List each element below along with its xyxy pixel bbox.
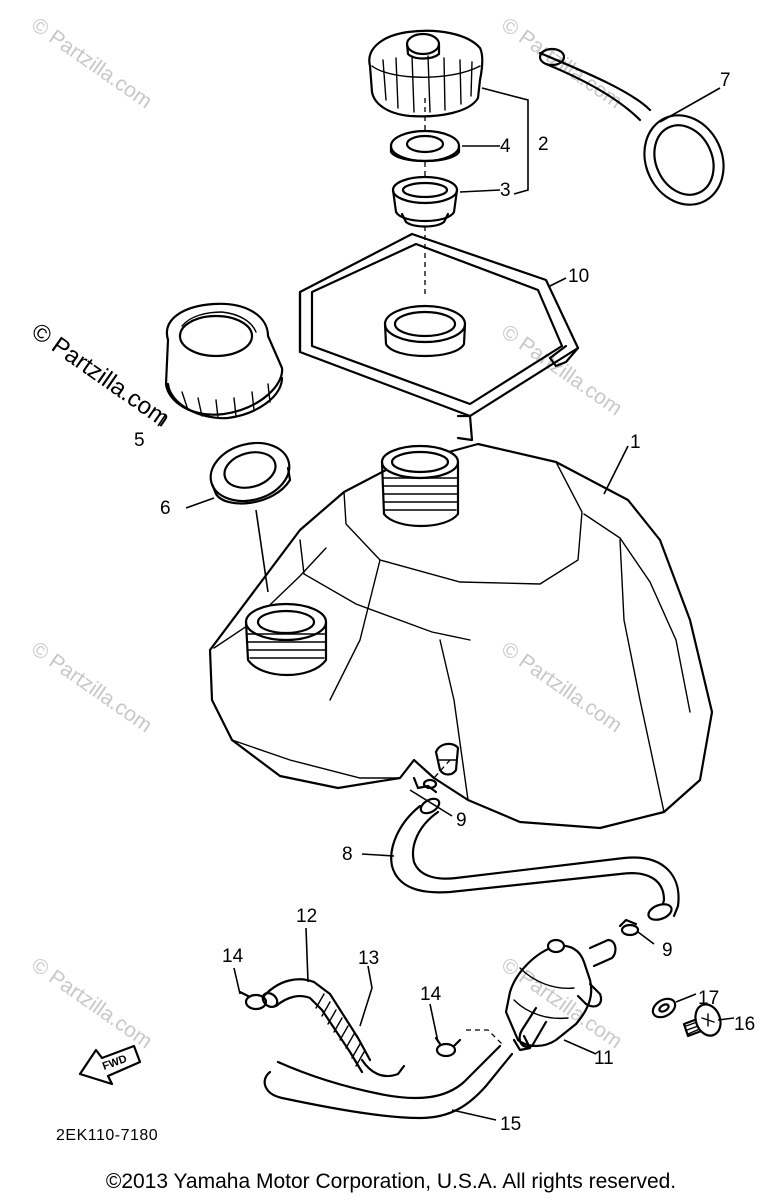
hose-clip-part [618,918,640,937]
callout-8: 8 [342,844,353,865]
callout-15: 15 [500,1114,521,1135]
filler-gasket-part [209,441,292,505]
alignment-line [433,759,451,779]
watermark: © Partzilla.com [27,953,156,1053]
fuel-tank-part [208,442,714,830]
breather-hose-part [390,797,680,921]
watermark-layer: © Partzilla.com © Partzilla.com © Partzi… [27,13,626,1053]
callout-9: 9 [456,810,467,831]
callout-12: 12 [296,906,317,927]
hose-clip-part [434,1036,462,1058]
cap-seal-part [389,129,461,163]
watermark: © Partzilla.com [497,637,626,737]
callout-13: 13 [358,948,379,969]
hose-clip-part [238,988,272,1011]
cap-tether-part [538,47,725,206]
fuel-line-part [263,1029,514,1120]
watermark: © Partzilla.com [497,320,626,420]
callout-9b: 9 [662,940,673,961]
callout-7: 7 [720,70,731,91]
fuel-cap-part [368,29,484,118]
callout-10: 10 [568,266,589,287]
leader-lines [157,87,735,1121]
washer-part [651,997,677,1019]
fuel-hose-part [261,978,406,1078]
callout-4: 4 [500,136,511,157]
watermark-dark: © Partzilla.com [27,318,175,433]
callout-bracket [481,87,529,195]
callout-14b: 14 [420,984,442,1005]
callout-14: 14 [222,946,244,967]
callout-3: 3 [500,180,511,201]
diagram-code: 2EK110-7180 [56,1127,158,1144]
forward-arrow-icon: FWD [78,1044,142,1086]
filler-strainer-part [391,175,459,228]
callout-6: 6 [160,498,171,519]
callout-11: 11 [594,1048,614,1069]
watermark: © Partzilla.com [27,637,156,737]
hose-clip-part [412,776,438,794]
watermark: © Partzilla.com [27,13,156,113]
filler-cap-part [164,302,284,420]
alignment-line [255,509,269,593]
copyright-notice: ©2013 Yamaha Motor Corporation, U.S.A. A… [106,1170,676,1193]
callout-17: 17 [698,988,719,1009]
callout-labels: 1 2 3 4 5 6 7 8 9 9 10 11 12 13 14 14 15… [134,70,755,1135]
fuel-cock-part [504,938,617,1052]
tank-cover-part [298,232,580,442]
callout-5: 5 [134,430,145,451]
callout-2: 2 [538,134,549,155]
callout-1: 1 [630,432,641,453]
screw-part [682,1003,722,1038]
callout-16: 16 [734,1014,755,1035]
